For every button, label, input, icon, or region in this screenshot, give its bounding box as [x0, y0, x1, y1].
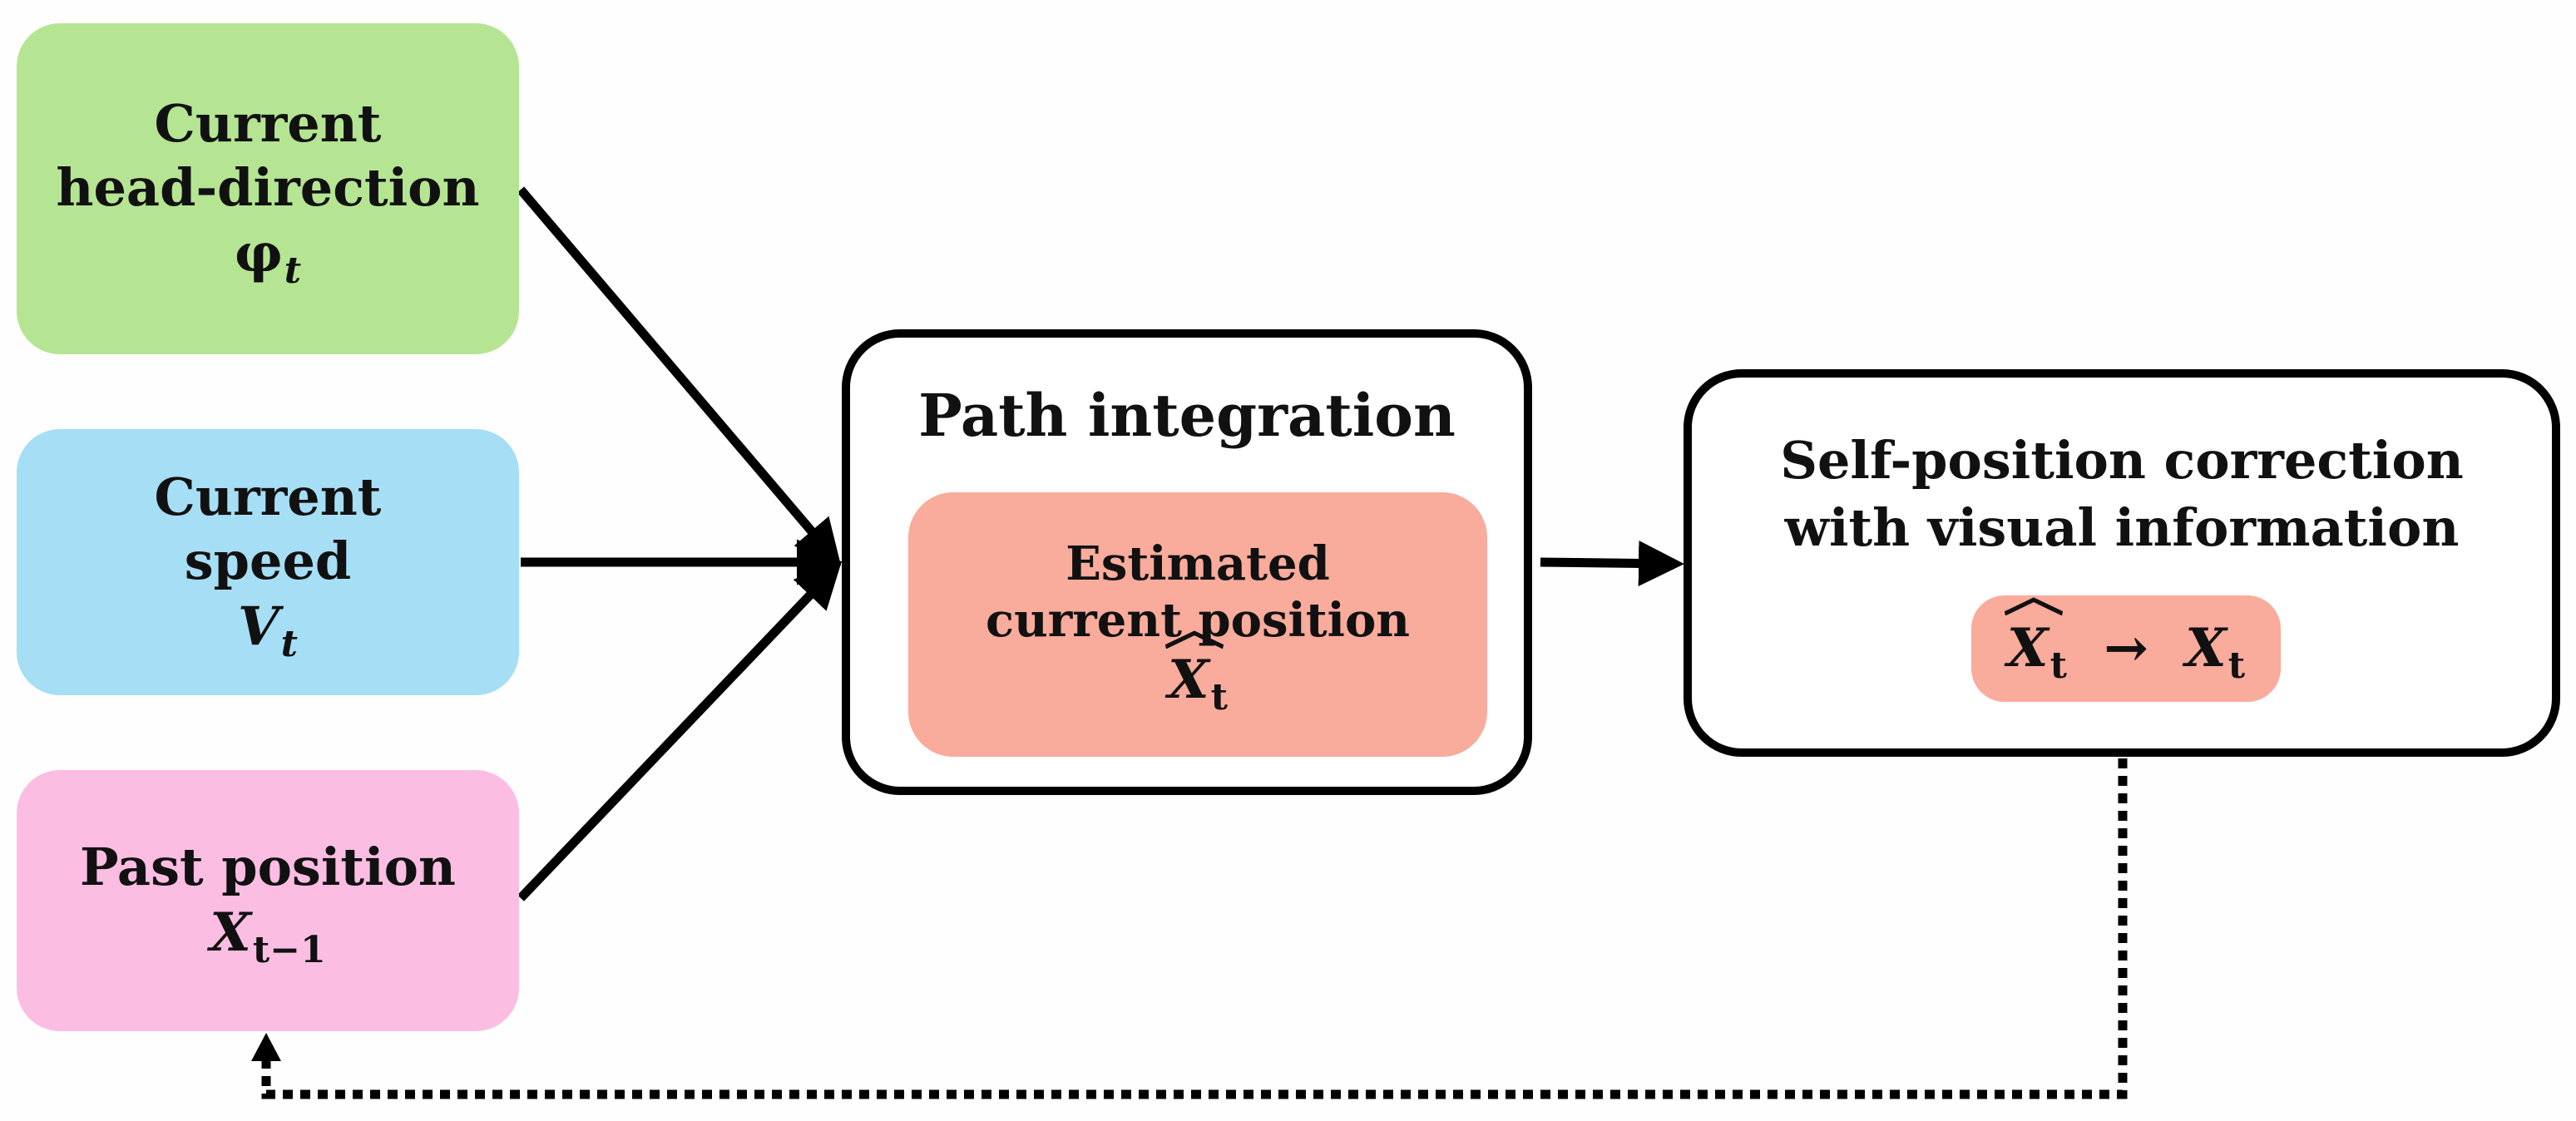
arrow-heading-to-path — [517, 186, 842, 566]
correction-title: Self-position correction with visual inf… — [1780, 427, 2464, 561]
feedback-arrowhead — [251, 1033, 281, 1061]
speed-symbol: Vt — [238, 594, 298, 665]
hat-icon — [1164, 630, 1224, 649]
estimated-line1: Estimated — [1066, 536, 1330, 592]
past-symbol-main: X — [210, 901, 251, 964]
current-speed-box: Current speed Vt — [17, 429, 519, 695]
past-position-box: Past position Xt−1 — [17, 770, 519, 1031]
self-position-correction-box: Self-position correction with visual inf… — [1684, 369, 2560, 757]
current-head-direction-box: Current head-direction φt — [17, 23, 519, 354]
arrow-past-to-path — [517, 562, 842, 901]
hat-icon — [2004, 597, 2064, 615]
estimated-symbol-main: X — [1168, 648, 1209, 711]
heading-symbol-subscript: t — [284, 249, 302, 292]
past-symbol: Xt−1 — [210, 900, 325, 971]
past-line1: Past position — [79, 837, 457, 898]
speed-symbol-subscript: t — [280, 622, 298, 665]
estimated-line2: current position — [985, 592, 1411, 648]
formula-hat-group: Xt — [2004, 597, 2067, 687]
estimated-symbol-subscript: t — [1210, 675, 1228, 719]
speed-line1: Current — [154, 466, 382, 527]
past-symbol-subscript: t−1 — [252, 928, 326, 971]
correction-line2: with visual information — [1784, 496, 2460, 558]
formula-arrow: → — [2104, 617, 2148, 679]
speed-symbol-main: V — [238, 595, 279, 658]
path-integration-box: Path integration Estimated current posit… — [842, 329, 1532, 795]
heading-line1: Current — [154, 92, 382, 154]
formula-from-subscript: t — [2049, 644, 2067, 687]
speed-line2: speed — [184, 531, 352, 591]
formula-from-symbol: X — [2006, 617, 2049, 679]
correction-line1: Self-position correction — [1780, 430, 2464, 491]
path-integration-title: Path integration — [918, 381, 1456, 450]
estimated-hat-group: Xt — [1164, 630, 1228, 719]
estimated-position-box: Estimated current position Xt — [908, 492, 1487, 757]
heading-symbol-main: φ — [234, 221, 283, 284]
estimated-symbol: Xt — [1164, 630, 1228, 719]
correction-formula-box: Xt → Xt — [1971, 595, 2281, 702]
arrow-path-to-correction — [1540, 540, 1684, 586]
formula-to-symbol: X — [2185, 617, 2227, 679]
heading-symbol: φt — [234, 220, 301, 292]
heading-line2: head-direction — [56, 157, 480, 218]
correction-formula: Xt → Xt — [2004, 597, 2245, 687]
formula-to-subscript: t — [2227, 644, 2246, 687]
feedback-dotted-arrow — [261, 758, 2128, 1099]
